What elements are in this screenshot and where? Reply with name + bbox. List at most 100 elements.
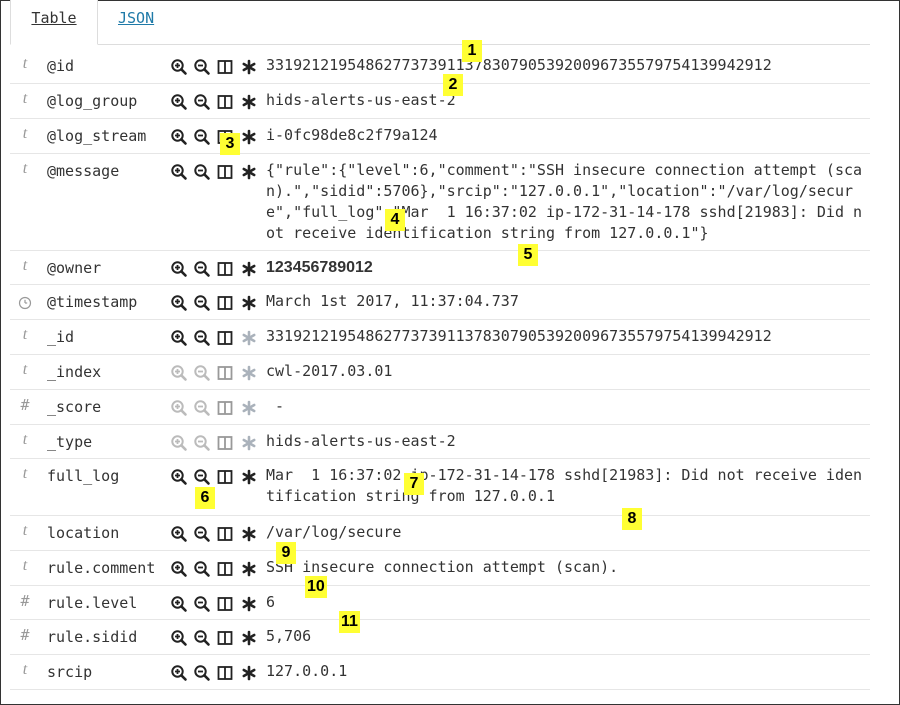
number-type-icon: # bbox=[20, 592, 30, 610]
magnify-plus-icon[interactable] bbox=[170, 128, 188, 148]
magnify-plus-icon[interactable] bbox=[170, 260, 188, 280]
magnify-plus-icon[interactable] bbox=[170, 560, 188, 580]
magnify-minus-icon bbox=[193, 364, 211, 384]
field-value: 3319212195486277373911378307905392009673… bbox=[266, 56, 772, 74]
callout-badge: 9 bbox=[276, 542, 296, 564]
magnify-plus-icon[interactable] bbox=[170, 58, 188, 78]
toggle-column-icon[interactable] bbox=[216, 399, 234, 419]
magnify-minus-icon[interactable] bbox=[193, 260, 211, 280]
field-value: March 1st 2017, 11:37:04.737 bbox=[266, 292, 519, 310]
asterisk-filter-icon[interactable] bbox=[240, 560, 258, 580]
toggle-column-icon[interactable] bbox=[216, 329, 234, 349]
asterisk-filter-icon[interactable] bbox=[240, 93, 258, 113]
toggle-column-icon[interactable] bbox=[216, 468, 234, 488]
magnify-minus-icon[interactable] bbox=[193, 58, 211, 78]
string-type-icon: t bbox=[22, 326, 28, 343]
toggle-column-icon[interactable] bbox=[216, 294, 234, 314]
field-actions bbox=[170, 329, 262, 349]
field-actions bbox=[170, 364, 262, 384]
asterisk-filter-icon[interactable] bbox=[240, 260, 258, 280]
callout-badge: 3 bbox=[220, 133, 240, 155]
asterisk-filter-icon[interactable] bbox=[240, 595, 258, 615]
toggle-column-icon[interactable] bbox=[216, 560, 234, 580]
magnify-minus-icon[interactable] bbox=[193, 664, 211, 684]
field-actions bbox=[170, 560, 262, 580]
tab-table[interactable]: Table bbox=[10, 0, 98, 45]
asterisk-filter-icon[interactable] bbox=[240, 525, 258, 545]
magnify-minus-icon[interactable] bbox=[193, 163, 211, 183]
magnify-minus-icon[interactable] bbox=[193, 128, 211, 148]
toggle-column-icon[interactable] bbox=[216, 525, 234, 545]
asterisk-filter-icon[interactable] bbox=[240, 294, 258, 314]
magnify-minus-icon[interactable] bbox=[193, 329, 211, 349]
magnify-minus-icon[interactable] bbox=[193, 93, 211, 113]
tab-bar: Table JSON bbox=[10, 0, 870, 45]
magnify-plus-icon[interactable] bbox=[170, 329, 188, 349]
asterisk-filter-icon[interactable] bbox=[240, 664, 258, 684]
asterisk-filter-icon[interactable] bbox=[240, 468, 258, 488]
field-actions bbox=[170, 525, 262, 545]
toggle-column-icon[interactable] bbox=[216, 595, 234, 615]
toggle-column-icon[interactable] bbox=[216, 260, 234, 280]
asterisk-filter-icon[interactable] bbox=[240, 364, 258, 384]
field-value: hids-alerts-us-east-2 bbox=[266, 432, 456, 450]
toggle-column-icon[interactable] bbox=[216, 163, 234, 183]
tab-json[interactable]: JSON bbox=[118, 9, 155, 27]
field-value: - bbox=[266, 397, 285, 415]
table-row: #_score - bbox=[10, 389, 870, 425]
toggle-column-icon[interactable] bbox=[216, 93, 234, 113]
magnify-minus-icon bbox=[193, 434, 211, 454]
asterisk-filter-icon[interactable] bbox=[240, 329, 258, 349]
magnify-plus-icon[interactable] bbox=[170, 93, 188, 113]
field-name: _id bbox=[47, 328, 75, 346]
clock-icon bbox=[10, 296, 40, 315]
magnify-minus-icon[interactable] bbox=[193, 294, 211, 314]
magnify-minus-icon[interactable] bbox=[193, 629, 211, 649]
magnify-plus-icon[interactable] bbox=[170, 629, 188, 649]
table-row: @timestamp March 1st 2017, 11:37:04.737 bbox=[10, 284, 870, 320]
magnify-plus-icon[interactable] bbox=[170, 468, 188, 488]
magnify-plus-icon[interactable] bbox=[170, 525, 188, 545]
asterisk-filter-icon[interactable] bbox=[240, 128, 258, 148]
string-type-icon: t bbox=[22, 257, 28, 274]
magnify-minus-icon[interactable] bbox=[193, 468, 211, 488]
field-name: rule.level bbox=[47, 594, 138, 612]
callout-badge: 10 bbox=[305, 576, 327, 598]
field-actions bbox=[170, 58, 262, 78]
string-type-icon: t bbox=[22, 125, 28, 142]
magnify-plus-icon bbox=[170, 399, 188, 419]
callout-badge: 5 bbox=[518, 244, 538, 266]
magnify-minus-icon[interactable] bbox=[193, 595, 211, 615]
magnify-plus-icon[interactable] bbox=[170, 664, 188, 684]
asterisk-filter-icon[interactable] bbox=[240, 163, 258, 183]
toggle-column-icon[interactable] bbox=[216, 364, 234, 384]
field-value: Mar 1 16:37:02 ip-172-31-14-178 sshd[219… bbox=[266, 466, 863, 505]
field-name: rule.comment bbox=[47, 559, 156, 577]
toggle-column-icon[interactable] bbox=[216, 629, 234, 649]
number-type-icon: # bbox=[20, 626, 30, 644]
magnify-plus-icon[interactable] bbox=[170, 595, 188, 615]
asterisk-filter-icon[interactable] bbox=[240, 434, 258, 454]
magnify-minus-icon[interactable] bbox=[193, 560, 211, 580]
field-name: @timestamp bbox=[47, 293, 138, 311]
field-name: _type bbox=[47, 433, 93, 451]
field-name: srcip bbox=[47, 663, 93, 681]
callout-badge: 1 bbox=[462, 40, 482, 62]
magnify-minus-icon[interactable] bbox=[193, 525, 211, 545]
magnify-plus-icon[interactable] bbox=[170, 294, 188, 314]
field-value: 123456789012 bbox=[266, 259, 373, 276]
toggle-column-icon[interactable] bbox=[216, 58, 234, 78]
field-value: cwl-2017.03.01 bbox=[266, 362, 393, 380]
asterisk-filter-icon[interactable] bbox=[240, 629, 258, 649]
callout-badge: 11 bbox=[339, 611, 360, 633]
toggle-column-icon[interactable] bbox=[216, 434, 234, 454]
number-type-icon: # bbox=[20, 396, 30, 414]
asterisk-filter-icon[interactable] bbox=[240, 399, 258, 419]
magnify-plus-icon[interactable] bbox=[170, 163, 188, 183]
toggle-column-icon[interactable] bbox=[216, 664, 234, 684]
asterisk-filter-icon[interactable] bbox=[240, 58, 258, 78]
